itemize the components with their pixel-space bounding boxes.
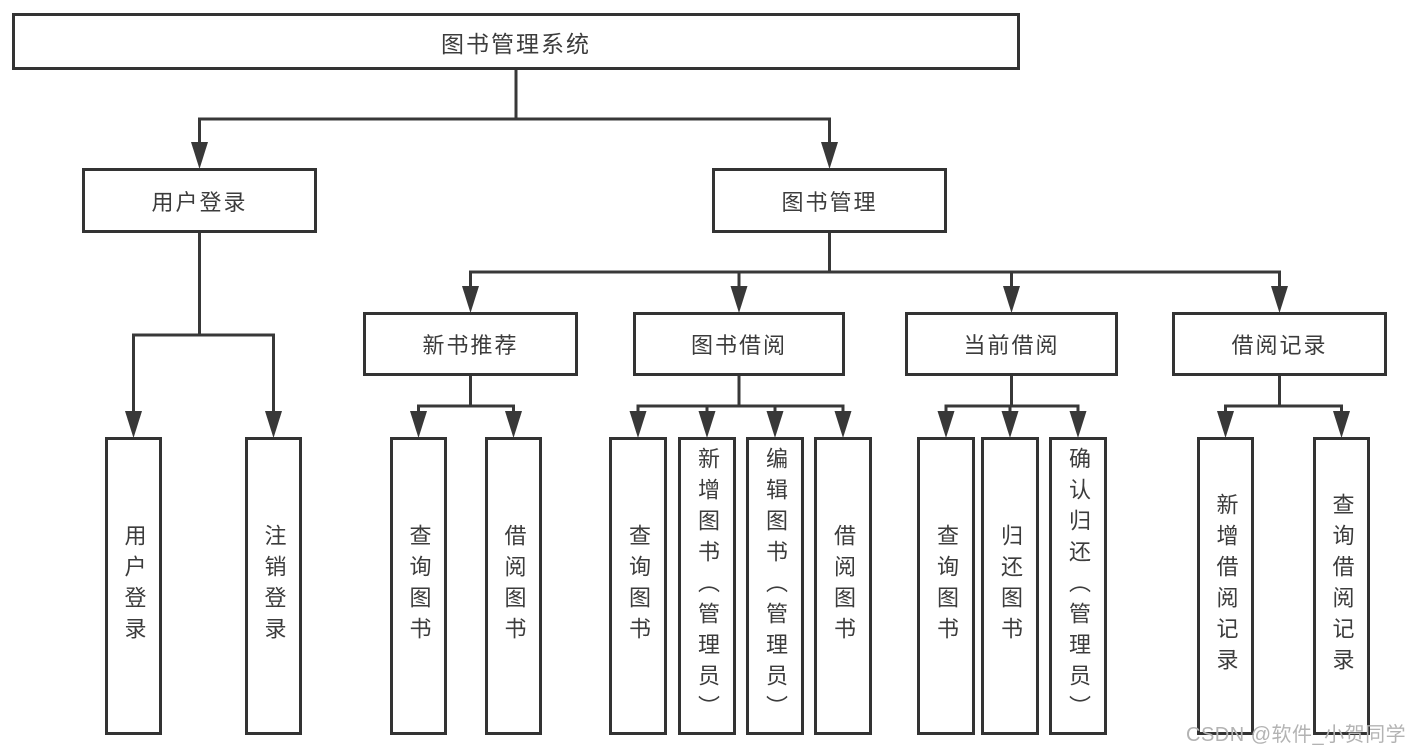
node-user-login: 用户登录 — [82, 168, 317, 233]
arrowhead-cb-return-book — [1001, 411, 1019, 438]
arrowhead-logout — [265, 411, 282, 438]
node-nb-borrow-book: 借阅图书 — [485, 437, 542, 735]
arrowhead-current-borrow — [1003, 286, 1020, 313]
node-label-user-login: 用户登录 — [151, 189, 248, 215]
arrowhead-bb-edit-book — [766, 411, 784, 438]
node-book-borrow: 图书借阅 — [633, 312, 845, 376]
node-label-root: 图书管理系统 — [441, 30, 591, 57]
arrowhead-cb-query-book — [937, 411, 955, 438]
node-label-current-borrow: 当前借阅 — [963, 333, 1060, 358]
arrowhead-nb-borrow-book — [505, 411, 522, 438]
node-bb-add-book: 新增图书（管理员） — [678, 437, 736, 735]
node-bb-query-book: 查询图书 — [609, 437, 667, 735]
arrowhead-br-add-record — [1217, 411, 1234, 438]
node-br-query-record: 查询借阅记录 — [1313, 437, 1370, 735]
node-root: 图书管理系统 — [12, 13, 1020, 70]
node-label-br-add-record: 新增借阅记录 — [1213, 493, 1239, 679]
arrowhead-bb-query-book — [629, 411, 647, 438]
arrowhead-user-login — [191, 142, 208, 169]
node-borrow-records: 借阅记录 — [1172, 312, 1387, 376]
node-br-add-record: 新增借阅记录 — [1197, 437, 1254, 735]
node-label-login: 用户登录 — [121, 524, 147, 648]
arrowhead-book-mgmt — [821, 142, 838, 169]
node-label-cb-return-book: 归还图书 — [998, 524, 1023, 648]
node-label-bb-borrow-book: 借阅图书 — [831, 524, 856, 648]
arrowhead-cb-confirm-return — [1069, 411, 1087, 438]
node-bb-edit-book: 编辑图书（管理员） — [746, 437, 804, 735]
arrowhead-new-book-rec — [462, 286, 479, 313]
arrowhead-nb-query-book — [410, 411, 427, 438]
node-label-bb-query-book: 查询图书 — [626, 524, 651, 648]
node-current-borrow: 当前借阅 — [905, 312, 1118, 376]
node-label-bb-add-book: 新增图书（管理员） — [695, 446, 720, 726]
node-cb-return-book: 归还图书 — [981, 437, 1039, 735]
node-label-borrow-records: 借阅记录 — [1231, 333, 1328, 358]
node-logout: 注销登录 — [245, 437, 302, 735]
node-label-cb-confirm-return: 确认归还（管理员） — [1066, 446, 1091, 726]
node-label-book-mgmt: 图书管理 — [781, 189, 878, 215]
node-new-book-rec: 新书推荐 — [363, 312, 578, 376]
node-label-nb-borrow-book: 借阅图书 — [501, 524, 527, 648]
node-bb-borrow-book: 借阅图书 — [814, 437, 872, 735]
arrowhead-bb-borrow-book — [834, 411, 852, 438]
watermark: CSDN @软件_小贺同学 — [1186, 724, 1405, 746]
node-book-mgmt: 图书管理 — [712, 168, 947, 233]
node-nb-query-book: 查询图书 — [390, 437, 447, 735]
arrowhead-book-borrow — [730, 286, 748, 313]
arrowhead-br-query-record — [1333, 411, 1350, 438]
arrowhead-login — [125, 411, 142, 438]
node-label-nb-query-book: 查询图书 — [406, 524, 432, 648]
node-label-new-book-rec: 新书推荐 — [422, 333, 519, 358]
node-login: 用户登录 — [105, 437, 162, 735]
node-cb-confirm-return: 确认归还（管理员） — [1049, 437, 1107, 735]
node-label-logout: 注销登录 — [261, 524, 287, 648]
arrowhead-bb-add-book — [698, 411, 716, 438]
node-label-book-borrow: 图书借阅 — [690, 333, 787, 358]
node-label-bb-edit-book: 编辑图书（管理员） — [763, 446, 788, 726]
node-label-br-query-record: 查询借阅记录 — [1329, 493, 1355, 679]
arrowhead-borrow-records — [1271, 286, 1288, 313]
node-label-cb-query-book: 查询图书 — [934, 524, 959, 648]
node-cb-query-book: 查询图书 — [917, 437, 975, 735]
